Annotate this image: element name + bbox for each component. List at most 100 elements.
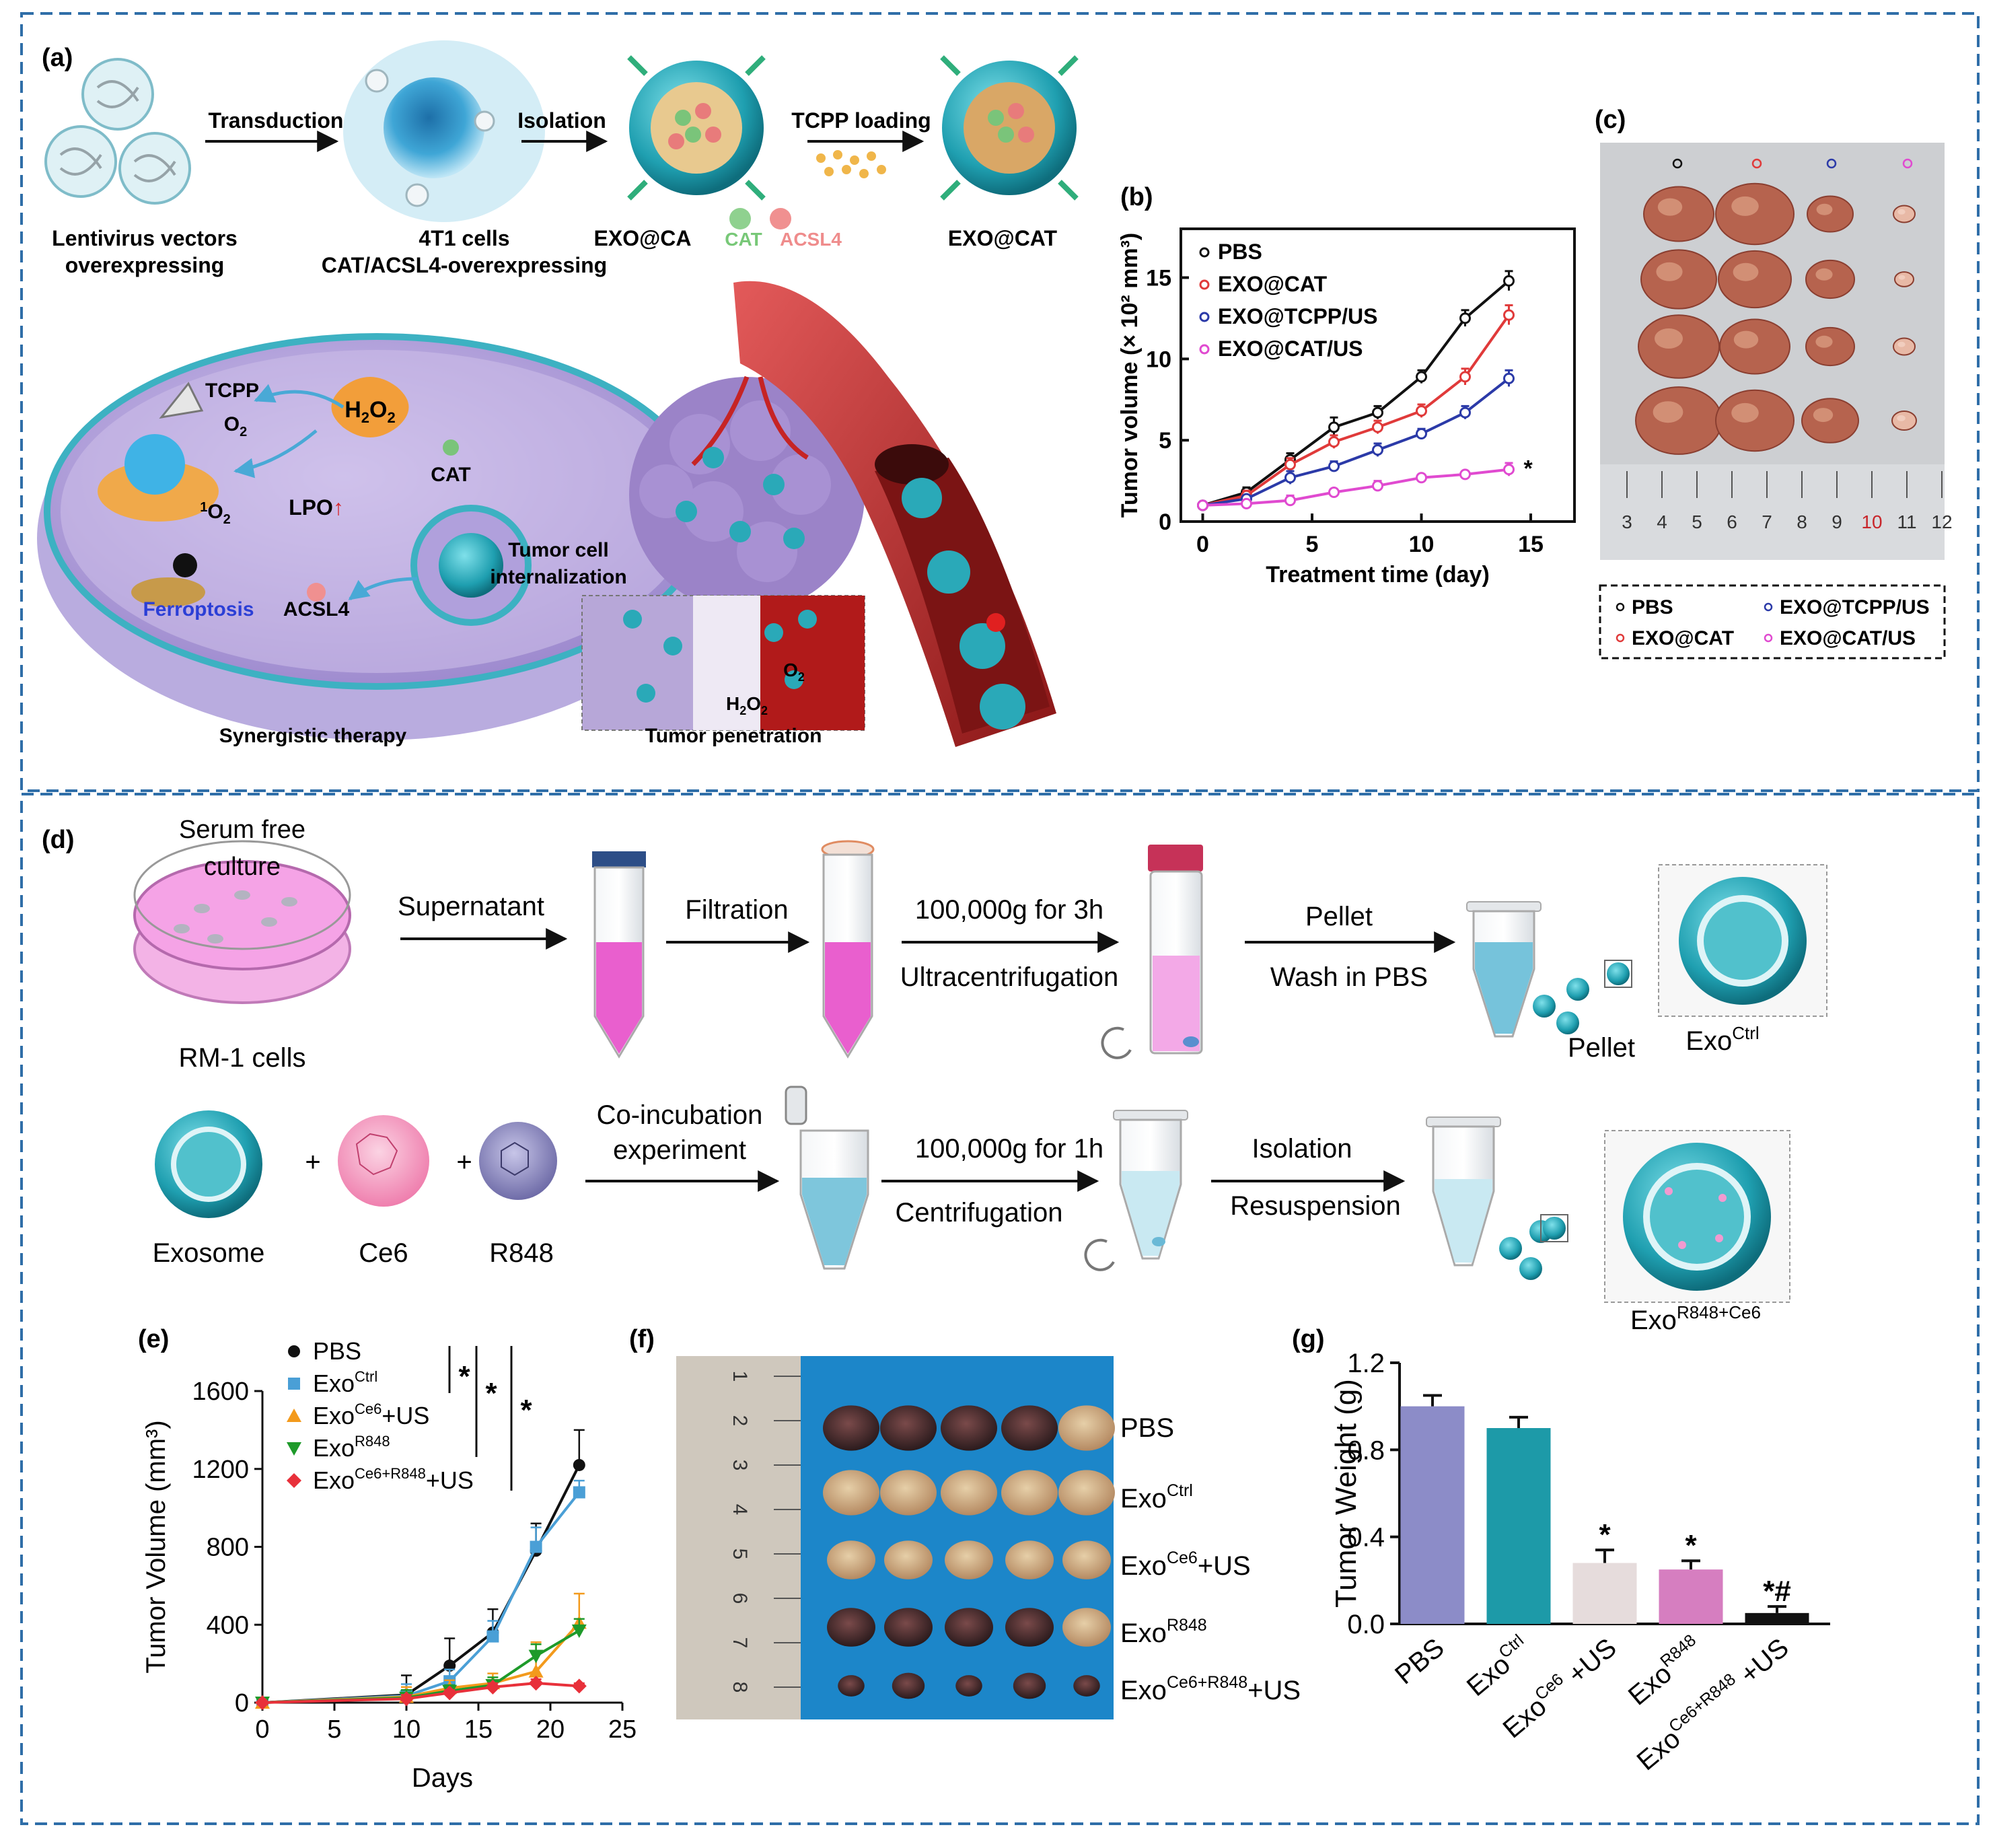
x-tick-label: 0 xyxy=(1196,532,1209,557)
x-axis-label: Treatment time (day) xyxy=(1266,562,1490,588)
data-point xyxy=(573,1486,585,1499)
tumor-sample xyxy=(1801,398,1859,443)
data-point xyxy=(1372,444,1383,456)
significance-star: * xyxy=(458,1360,470,1393)
legend-marker xyxy=(287,1473,301,1488)
legend-marker xyxy=(1199,312,1210,322)
x-tick-label: 25 xyxy=(608,1715,637,1744)
legend-marker xyxy=(1199,279,1210,290)
tumor-sample xyxy=(1062,1608,1111,1647)
x-tick-label: 0 xyxy=(255,1715,269,1744)
acsl4-inner-label: ACSL4 xyxy=(283,598,350,620)
tumor-sample xyxy=(1058,1405,1115,1451)
y-tick-label: 1600 xyxy=(192,1378,249,1406)
y-tick-label: 15 xyxy=(1146,266,1171,291)
significance-star: * xyxy=(520,1394,532,1427)
x-tick-label: ExoCtrl xyxy=(1459,1631,1535,1702)
ruler-number: 1 xyxy=(729,1371,751,1382)
ruler-number: 4 xyxy=(729,1504,751,1516)
data-point xyxy=(1284,495,1296,507)
tumor-sample xyxy=(892,1672,925,1699)
reaction-arrow-3 xyxy=(348,577,418,601)
tumor-sample xyxy=(1893,205,1916,223)
ruler-number: 8 xyxy=(729,1682,751,1693)
h2o2-blob-icon xyxy=(331,377,409,437)
ruler-number: 11 xyxy=(1897,511,1916,532)
data-point xyxy=(1503,275,1515,287)
y-tick-label: 5 xyxy=(1159,428,1171,454)
tumor-sample xyxy=(1058,1470,1115,1516)
tumor-sample xyxy=(884,1540,933,1579)
petri-dish-icon xyxy=(133,840,351,1004)
data-point xyxy=(1416,405,1427,417)
legend-label: EXO@CAT/US xyxy=(1218,336,1363,361)
data-point xyxy=(1328,436,1340,448)
tumor-sample xyxy=(1643,186,1714,242)
ce6-molecule-icon xyxy=(338,1115,429,1207)
tumor-sample xyxy=(955,1675,982,1697)
tumor-sample xyxy=(1891,410,1917,431)
tcpp-inner-label: TCPP xyxy=(205,380,259,402)
penetration-o2-label: O2 xyxy=(783,660,805,684)
tumor-sample xyxy=(1013,1672,1046,1699)
tumor-cell-4t1-icon xyxy=(343,40,545,222)
panel-c-letter: (c) xyxy=(1595,106,1626,134)
eppendorf-tube-1-icon xyxy=(1466,901,1542,1038)
exosome-icon xyxy=(155,1110,262,1218)
data-point xyxy=(486,1630,499,1643)
data-point xyxy=(528,1676,544,1691)
legend-marker xyxy=(288,1345,300,1357)
legend-marker xyxy=(1199,344,1210,355)
row-label: ExoCtrl xyxy=(1120,1481,1193,1514)
tumor-sample xyxy=(1005,1540,1054,1579)
tumor-sample xyxy=(880,1405,937,1451)
data-point xyxy=(1372,480,1383,492)
tumor-sample xyxy=(941,1405,997,1451)
y-axis-label: Tumor volume (× 10² mm³) xyxy=(1117,233,1143,518)
data-point xyxy=(1459,406,1471,419)
panel-f-letter: (f) xyxy=(629,1325,655,1353)
r848-molecule-icon xyxy=(479,1122,557,1200)
tumor-sample xyxy=(945,1540,993,1579)
tumor-highlight xyxy=(1815,268,1833,281)
data-point xyxy=(528,1664,544,1678)
bar xyxy=(1572,1563,1637,1624)
ruler-number: 4 xyxy=(1657,511,1667,532)
data-point xyxy=(1503,372,1515,384)
cells-label-2: CAT/ACSL4-overexpressing xyxy=(322,253,607,277)
panel-a: (a) Lentivirus vectors overexpressing Tr… xyxy=(37,40,1079,747)
plot-frame xyxy=(1180,227,1576,523)
data-point xyxy=(1503,309,1515,321)
exo-cat-icon xyxy=(940,55,1079,201)
tumor-sample xyxy=(1894,271,1914,287)
supernatant-label: Supernatant xyxy=(398,892,544,921)
data-point xyxy=(1416,428,1427,439)
tumor-sample xyxy=(941,1470,997,1516)
ruler-number: 7 xyxy=(729,1637,751,1649)
exo-ctrl-zoom-icon xyxy=(1658,864,1827,1017)
row-label: ExoCe6+R848+US xyxy=(1120,1673,1301,1705)
rm1-cells-label: RM-1 cells xyxy=(179,1043,306,1073)
legend-marker xyxy=(1764,602,1773,612)
ce6-label: Ce6 xyxy=(359,1238,408,1268)
step-isolation: Isolation xyxy=(517,108,606,133)
tumor-sample xyxy=(838,1675,865,1697)
centrifugation-label: Centrifugation xyxy=(895,1198,1062,1228)
cat-inner-dot-icon xyxy=(443,439,459,456)
pellet-step-label: Pellet xyxy=(1305,902,1373,931)
legend-label: ExoR848 xyxy=(313,1433,390,1462)
tumor-highlight xyxy=(1731,196,1759,216)
tumor-highlight xyxy=(1816,203,1833,215)
tumor-sample xyxy=(827,1540,875,1579)
significance-mark: *# xyxy=(1763,1575,1791,1608)
legend-marker xyxy=(288,1378,300,1390)
tumor-sample xyxy=(1715,182,1795,246)
ruler-number: 3 xyxy=(729,1460,751,1471)
ruler-number: 8 xyxy=(1797,511,1807,532)
eppendorf-tube-3-icon xyxy=(1113,1110,1188,1260)
data-point xyxy=(399,1691,414,1707)
data-point xyxy=(1503,464,1515,476)
